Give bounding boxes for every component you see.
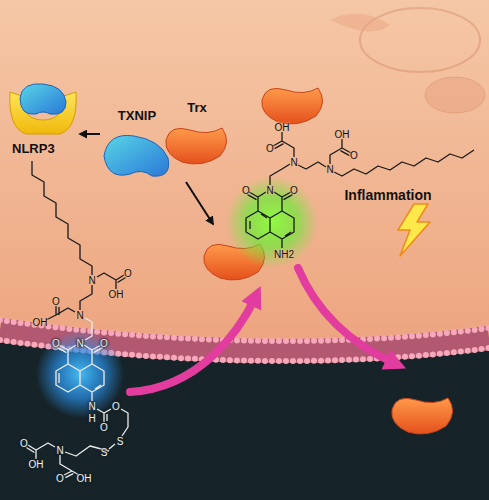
release-arrow	[186, 182, 213, 224]
atom-label: NH2	[274, 249, 294, 260]
free-trx	[262, 88, 323, 124]
atom-label: N	[326, 164, 333, 175]
secretion-arrow	[298, 268, 396, 364]
atom-label: OH	[275, 122, 290, 133]
atom-label: O	[20, 438, 28, 449]
protein-label: NLRP3	[12, 141, 80, 156]
atom-label: OH	[335, 129, 350, 140]
atom-label: O	[52, 296, 60, 307]
protein-label: Trx	[164, 100, 230, 115]
atom-label: S	[117, 436, 124, 447]
probe-anchor-bonds	[32, 161, 126, 320]
effect-label: Inflammation	[344, 190, 431, 201]
organelle	[425, 77, 485, 113]
atom-label: O	[290, 185, 298, 196]
atom-label: O	[52, 338, 60, 349]
binding-arrow	[80, 133, 100, 135]
protein-label: TXNIP	[100, 108, 174, 123]
atom-label: N	[290, 157, 297, 168]
atom-label: N	[76, 338, 83, 349]
atom-label: O	[266, 143, 274, 154]
atom-label: O	[100, 338, 108, 349]
atom-label: OH	[77, 473, 92, 484]
bound-txnip	[20, 84, 66, 114]
atom-label: O	[124, 268, 132, 279]
atom-label: H	[88, 413, 95, 424]
probe-core-bonds	[26, 318, 128, 478]
atom-label: N	[88, 401, 95, 412]
protein-node: TXNIP	[100, 112, 174, 184]
green-fluorescence	[226, 176, 318, 268]
organelle	[360, 8, 480, 72]
probe-product-bonds	[246, 132, 474, 248]
lightning-bolt	[398, 204, 430, 256]
trx-shape	[166, 128, 227, 164]
atom-label: O	[112, 401, 120, 412]
atom-label: O	[350, 150, 358, 161]
atom-label: S	[101, 447, 108, 458]
protein-node: Trx	[164, 104, 230, 168]
atom-label: N	[56, 445, 63, 456]
atom-label: OH	[29, 459, 44, 470]
atom-label: O	[242, 185, 250, 196]
secreted-trx	[392, 398, 453, 434]
atom-label: OH	[33, 317, 48, 328]
atom-label: O	[56, 473, 64, 484]
organelle	[330, 14, 390, 32]
atom-label: N	[266, 185, 273, 196]
atom-label: O	[100, 422, 108, 433]
txnip-shape	[104, 135, 169, 176]
atom-label: N	[76, 310, 83, 321]
atom-label: N	[88, 275, 95, 286]
atom-label: OH	[109, 289, 124, 300]
activation-arrow	[130, 296, 256, 392]
protein-node: NLRP3	[6, 76, 80, 156]
